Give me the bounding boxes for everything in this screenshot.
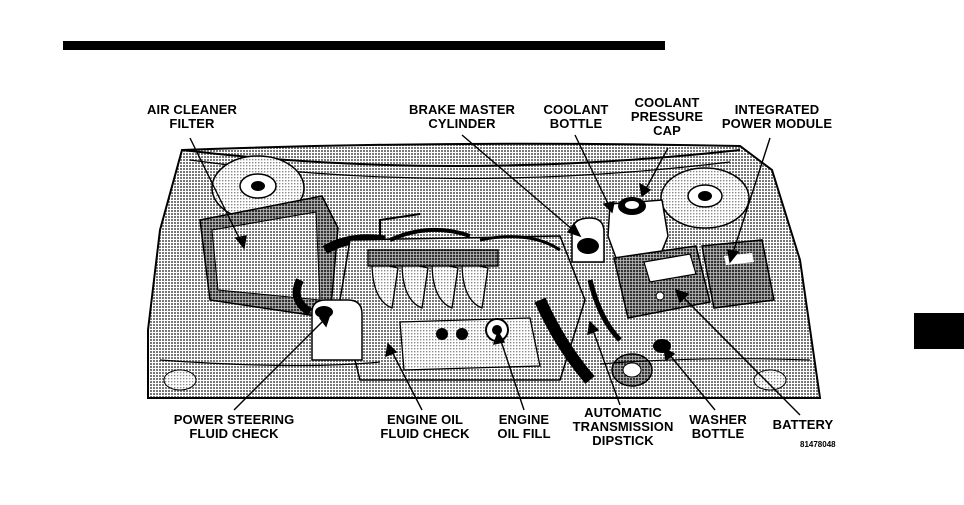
label-coolant-bottle: COOLANT BOTTLE <box>540 103 612 131</box>
label-battery: BATTERY <box>766 418 840 432</box>
label-washer-bottle: WASHER BOTTLE <box>684 413 752 441</box>
label-integrated-power-module: INTEGRATED POWER MODULE <box>714 103 840 131</box>
label-automatic-transmission-dipstick: AUTOMATIC TRANSMISSION DIPSTICK <box>566 406 680 448</box>
engine-bay <box>148 144 820 398</box>
figure-id: 81478048 <box>800 440 836 449</box>
label-brake-master-cylinder: BRAKE MASTER CYLINDER <box>400 103 524 131</box>
label-engine-oil-fluid-check: ENGINE OIL FLUID CHECK <box>374 413 476 441</box>
label-power-steering-fluid-check: POWER STEERING FLUID CHECK <box>166 413 302 441</box>
label-air-cleaner-filter: AIR CLEANER FILTER <box>140 103 244 131</box>
label-engine-oil-fill: ENGINE OIL FILL <box>490 413 558 441</box>
label-coolant-pressure-cap: COOLANT PRESSURE CAP <box>624 96 710 138</box>
